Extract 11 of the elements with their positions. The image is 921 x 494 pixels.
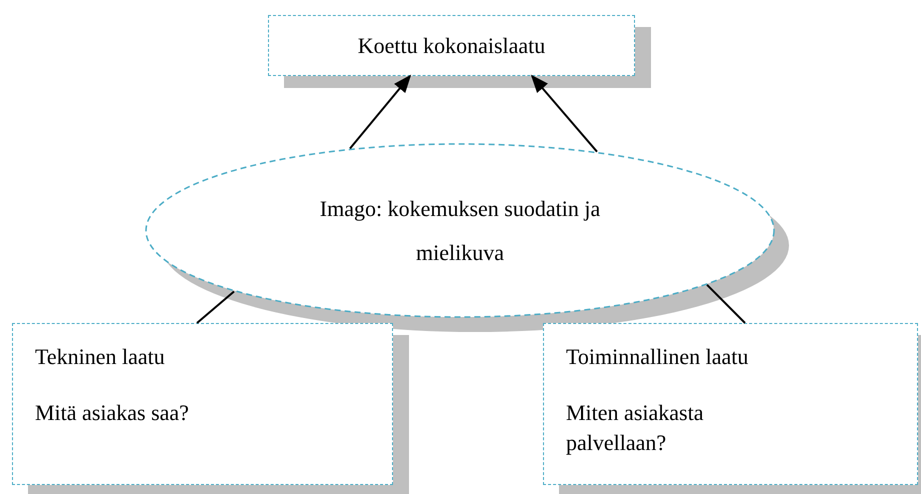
node-label: Miten asiakasta palvellaan? [566, 399, 704, 457]
arrow [530, 74, 598, 152]
node-label: Imago: kokemuksen suodatin ja mielikuva [318, 194, 602, 266]
ellipse-node [145, 143, 791, 334]
connector-line [196, 290, 235, 324]
node-label: Tekninen laatu [35, 343, 165, 371]
node-label: Toiminnallinen laatu [566, 343, 748, 371]
node-label: Koettu kokonaislaatu [358, 32, 546, 60]
node-label: Mitä asiakas saa? [35, 399, 189, 427]
arrow [349, 74, 412, 150]
connector-line [706, 284, 746, 324]
